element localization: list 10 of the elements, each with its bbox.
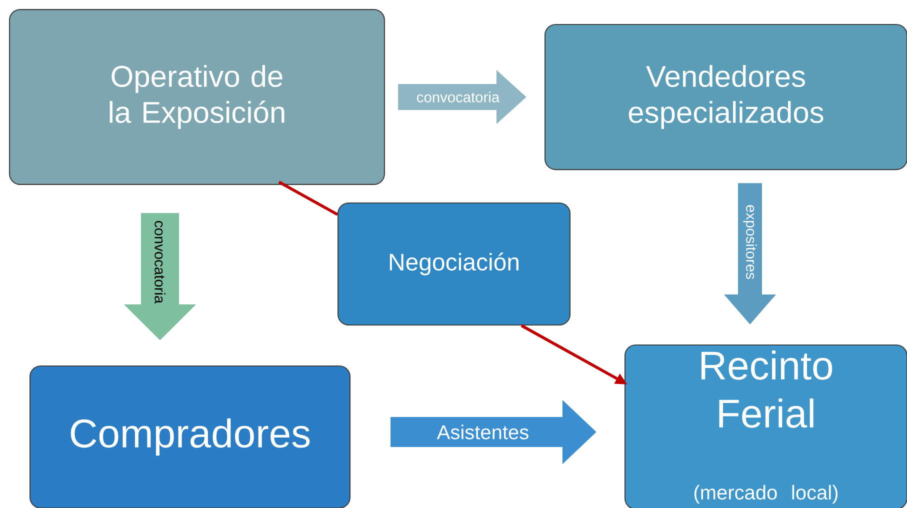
process-box: Vendedores especializados xyxy=(544,24,907,170)
process-box: Compradores xyxy=(29,365,351,508)
edge-label: convocatoria xyxy=(153,219,167,305)
edge-label: convocatoria xyxy=(415,90,501,104)
process-box: Recinto Ferial (mercado local) xyxy=(624,344,907,508)
connector-line xyxy=(278,180,338,216)
edge-label: Asistentes xyxy=(436,423,530,441)
edge-label: expositores xyxy=(742,203,758,281)
process-box: Negociación xyxy=(337,202,571,326)
process-box: Operativo de la Exposición xyxy=(9,9,385,185)
